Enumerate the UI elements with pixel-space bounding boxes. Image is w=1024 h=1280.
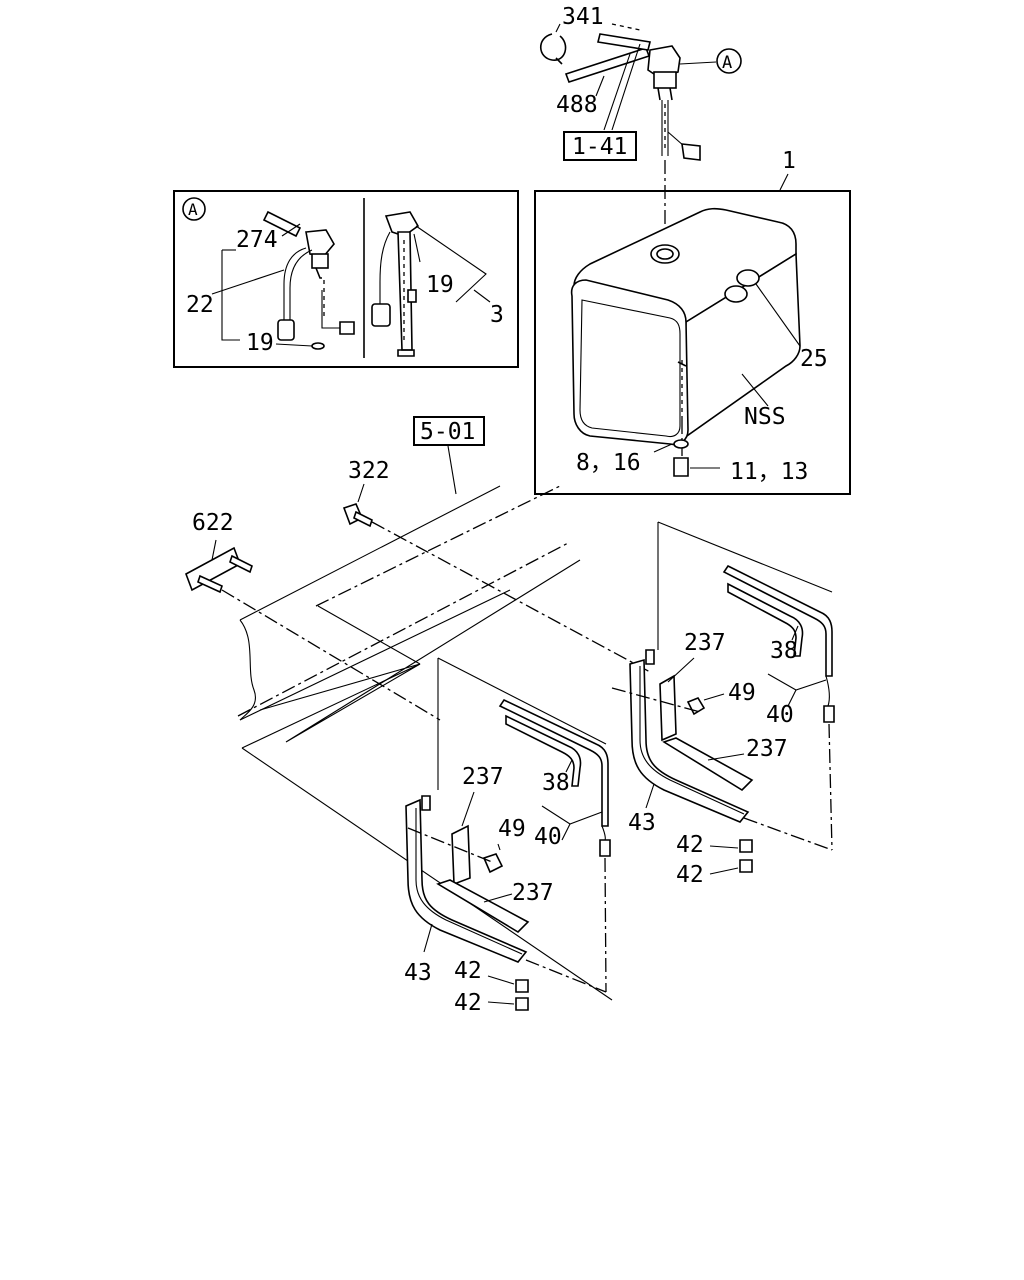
callout-38-left: 38 [542, 770, 570, 796]
leader-19-left [275, 343, 313, 347]
leader-25 [755, 283, 801, 347]
leader-8-16 [653, 443, 673, 453]
leader-322 [357, 483, 365, 503]
callout-40-right: 40 [766, 702, 794, 728]
leader-43-right [645, 783, 655, 809]
leader-49-left [497, 843, 501, 851]
callout-1: 1 [782, 148, 796, 174]
leader-38-right [791, 625, 799, 641]
leader-237-right-top [667, 657, 695, 683]
callout-622: 622 [192, 510, 234, 536]
sender-unit-assembly [539, 23, 701, 246]
leader-3 [473, 289, 491, 303]
callout-22: 22 [186, 292, 214, 318]
bracket-40-left [541, 805, 603, 825]
leader-237-left-low [483, 893, 513, 903]
leader-19-right [413, 233, 421, 263]
callout-43-right: 43 [628, 810, 656, 836]
frame-rail [237, 485, 613, 1001]
callout-488: 488 [556, 92, 598, 118]
callout-237-right-low: 237 [746, 736, 788, 762]
detail-a-marker-top-label: A [722, 53, 732, 73]
leader-43-left [423, 923, 433, 953]
detail-a-box [173, 190, 519, 368]
bracket-set-right [611, 521, 835, 873]
leader-5-01 [447, 445, 457, 495]
fuel-tank-box [534, 190, 851, 495]
callout-nss: NSS [744, 404, 786, 430]
washer-8-16 [673, 439, 689, 449]
leader-274 [281, 223, 301, 237]
bolt-322 [342, 503, 651, 673]
callout-237-left-top: 237 [462, 764, 504, 790]
leader-nss [741, 373, 769, 407]
leader-49-right [703, 693, 725, 701]
detail-a-sender-right [371, 211, 420, 357]
callout-322: 322 [348, 458, 390, 484]
callout-274: 274 [236, 227, 278, 253]
callout-42-left-b: 42 [454, 990, 482, 1016]
leader-237-left-top [461, 791, 475, 827]
bracket-40-right [767, 673, 827, 691]
leader-40-left [561, 823, 571, 841]
leader-a-top [679, 61, 717, 65]
bracket-22 [221, 250, 240, 341]
leader-488 [595, 75, 605, 97]
plate-622 [185, 546, 441, 721]
drain-plug-11-13 [673, 457, 689, 477]
callout-42-right-b: 42 [676, 862, 704, 888]
callout-49-left: 49 [498, 816, 526, 842]
detail-a-marker-top [716, 48, 742, 74]
bracket-3 [415, 225, 487, 303]
ref-box-1-41 [563, 131, 637, 161]
leader-38-left [565, 759, 573, 773]
callout-341: 341 [562, 4, 604, 30]
leader-1-41 [603, 43, 641, 131]
callout-42-right-a: 42 [676, 832, 704, 858]
callout-38-right: 38 [770, 638, 798, 664]
callout-40-left: 40 [534, 824, 562, 850]
callout-19-right: 19 [426, 272, 454, 298]
callout-19-left: 19 [246, 330, 274, 356]
callout-43-left: 43 [404, 960, 432, 986]
callout-49-right: 49 [728, 680, 756, 706]
leader-42-right-a [709, 845, 739, 849]
callout-42-left-a: 42 [454, 958, 482, 984]
fuel-tank [570, 207, 801, 446]
ref-5-01: 5-01 [420, 419, 475, 445]
leader-1 [779, 173, 789, 191]
bracket-set-left [405, 657, 611, 1011]
leader-40-right [787, 689, 797, 707]
callout-25: 25 [800, 346, 828, 372]
callout-11-13: 11，13 [730, 459, 808, 485]
leader-22 [211, 269, 285, 295]
leader-622 [211, 539, 217, 561]
leader-237-right-low [707, 753, 745, 761]
detail-a-marker [182, 197, 206, 221]
ref-1-41: 1-41 [572, 134, 627, 160]
ref-box-5-01 [413, 416, 485, 446]
callout-237-left-low: 237 [512, 880, 554, 906]
leader-42-right-b [709, 867, 739, 875]
leader-42-left-b [487, 1001, 515, 1005]
callout-3: 3 [490, 302, 504, 328]
leader-42-left-a [487, 975, 515, 985]
callout-237-right-top: 237 [684, 630, 726, 656]
leader-341 [555, 23, 561, 33]
callout-8-16: 8，16 [576, 450, 641, 476]
detail-a-marker-label: A [188, 200, 198, 219]
